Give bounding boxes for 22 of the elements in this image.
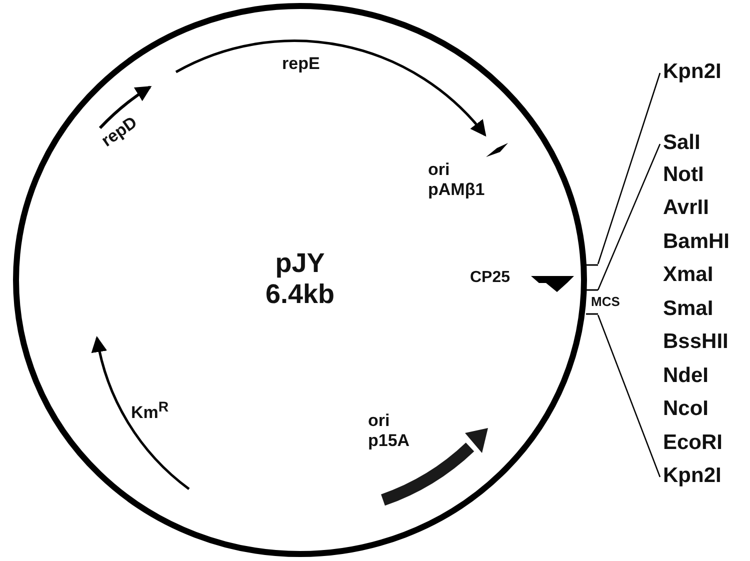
enzyme-site-label: SalI [663,130,700,156]
leader-line [597,72,661,264]
enzyme-site-label: AvrII [663,195,709,221]
mcs-label: MCS [591,294,620,309]
enzyme-site-label: NdeI [663,363,709,389]
enzyme-site-label: XmaI [663,262,714,288]
enzyme-site-label: BamHI [663,229,730,255]
enzyme-site-label: SmaI [663,296,714,322]
origin-label: ori p15A [368,411,411,450]
plasmid-name: pJY 6.4kb [264,248,336,310]
leader-line [597,314,661,478]
promoter-label: CP25 [470,269,510,288]
gene-label: Km$^{R}$ [131,399,169,422]
origin-label: ori pAMβ1 [428,160,486,200]
enzyme-site-label: EcoRI [663,430,723,456]
gene-label: repE [282,54,320,74]
leader-line [597,144,661,290]
enzyme-site-label: Kpn2I [663,59,722,85]
enzyme-site-label: Kpn2I [663,463,722,489]
enzyme-site-label: NotI [663,162,704,188]
enzyme-site-label: BssHII [663,329,728,355]
enzyme-site-label: NcoI [663,396,709,422]
